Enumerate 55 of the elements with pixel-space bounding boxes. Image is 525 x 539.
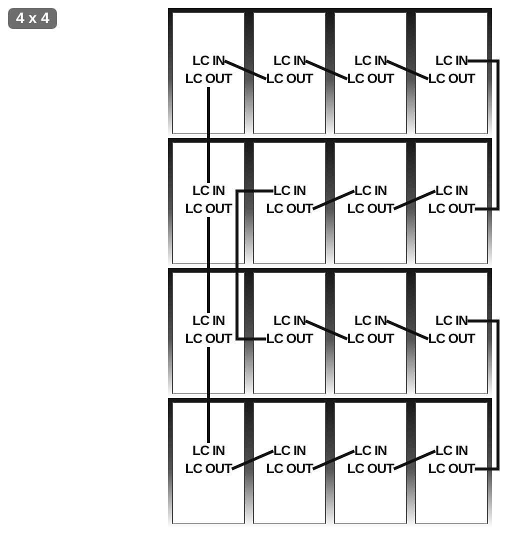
cable-line: [312, 450, 355, 470]
cable-line: [386, 320, 429, 340]
cable-line: [393, 450, 436, 470]
cable-line: [305, 320, 348, 340]
port-label: LC OUT: [428, 331, 475, 347]
cable-line: [393, 190, 436, 210]
display-panel: [411, 138, 492, 268]
port-label: LC IN: [435, 443, 468, 459]
port-label: LC IN: [192, 443, 225, 459]
port-label: LC OUT: [428, 201, 475, 217]
port-label: LC IN: [192, 183, 225, 199]
port-label: LC OUT: [347, 201, 394, 217]
port-label: LC OUT: [185, 461, 232, 477]
port-label: LC OUT: [266, 71, 313, 87]
cable-line: [468, 320, 500, 470]
port-label: LC OUT: [347, 331, 394, 347]
port-label: LC IN: [354, 313, 387, 329]
display-panel: [168, 138, 249, 268]
port-label: LC IN: [354, 53, 387, 69]
port-label: LC OUT: [266, 461, 313, 477]
cable-line: [224, 60, 267, 80]
display-panel: [411, 8, 492, 138]
cable-line: [468, 60, 500, 210]
cable-line: [231, 450, 274, 470]
port-label: LC IN: [354, 443, 387, 459]
cable-line: [207, 87, 210, 183]
cable-line: [207, 217, 210, 313]
port-label: LC IN: [435, 313, 468, 329]
port-label: LC IN: [273, 443, 306, 459]
display-panel: [168, 268, 249, 398]
port-label: LC OUT: [347, 71, 394, 87]
cable-line: [312, 190, 355, 210]
display-panel: [411, 268, 492, 398]
display-panel: [168, 8, 249, 138]
port-label: LC OUT: [347, 461, 394, 477]
cable-line: [386, 60, 429, 80]
port-label: LC OUT: [266, 331, 313, 347]
port-label: LC OUT: [428, 71, 475, 87]
port-label: LC IN: [354, 183, 387, 199]
cable-line: [207, 347, 210, 443]
port-label: LC IN: [273, 183, 306, 199]
port-label: LC IN: [273, 53, 306, 69]
cable-line: [305, 60, 348, 80]
port-label: LC OUT: [185, 331, 232, 347]
port-label: LC IN: [435, 183, 468, 199]
port-label: LC OUT: [185, 71, 232, 87]
port-label: LC OUT: [185, 201, 232, 217]
port-label: LC OUT: [428, 461, 475, 477]
port-label: LC IN: [192, 53, 225, 69]
port-label: LC IN: [192, 313, 225, 329]
port-label: LC OUT: [266, 201, 313, 217]
port-label: LC IN: [273, 313, 306, 329]
grid-size-label: 4 x 4: [8, 8, 58, 29]
cable-line: [236, 190, 274, 340]
port-label: LC IN: [435, 53, 468, 69]
